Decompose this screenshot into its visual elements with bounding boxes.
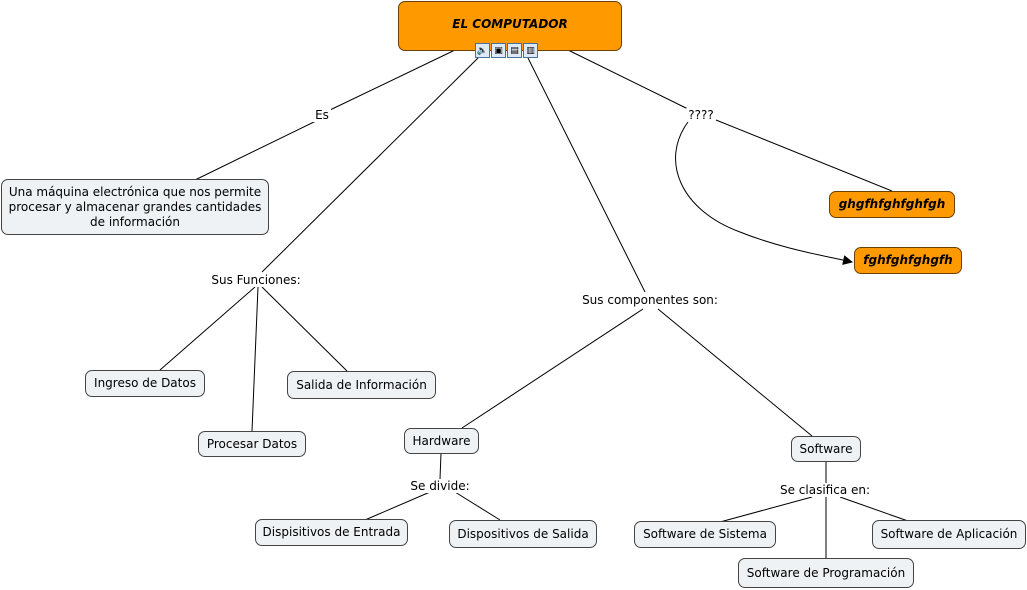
link-funciones-ingreso: [159, 286, 256, 371]
label-clasifica: Se clasifica en:: [777, 483, 873, 497]
definition-node[interactable]: Una máquina electrónica que nos permite …: [1, 179, 269, 235]
link-root-question: [567, 49, 689, 110]
image-icon[interactable]: ▣: [491, 43, 506, 58]
link-clasifica-sistema: [719, 496, 813, 523]
link-question-ghgf: [715, 119, 893, 192]
resource-icons: 🔈 ▣ ▤ ▥: [475, 43, 538, 58]
ghgf-node[interactable]: ghgfhfghfghfgh: [829, 191, 955, 218]
link-root-es: [329, 49, 456, 111]
sw-programacion-node[interactable]: Software de Programación: [738, 558, 914, 588]
root-title: EL COMPUTADOR: [452, 17, 568, 31]
link-divide-entrada: [364, 491, 431, 521]
ingreso-node[interactable]: Ingreso de Datos: [85, 370, 205, 397]
label-question: ????: [686, 108, 716, 122]
root-node[interactable]: EL COMPUTADOR: [398, 1, 622, 51]
sound-icon[interactable]: 🔈: [475, 43, 490, 58]
procesar-node[interactable]: Procesar Datos: [198, 431, 306, 457]
disp-entrada-node[interactable]: Dispisitivos de Entrada: [255, 519, 408, 546]
hardware-node[interactable]: Hardware: [404, 428, 479, 454]
link-es-definition: [194, 119, 319, 181]
link-clasifica-aplicacion: [839, 496, 909, 522]
label-divide: Se divide:: [408, 479, 472, 493]
disp-salida-node[interactable]: Dispositivos de Salida: [449, 520, 597, 548]
video-icon[interactable]: ▥: [523, 43, 538, 58]
label-funciones: Sus Funciones:: [209, 273, 303, 287]
label-componentes: Sus componentes son:: [580, 293, 720, 307]
link-componentes-hardware: [461, 308, 644, 429]
sw-aplicacion-node[interactable]: Software de Aplicación: [872, 520, 1026, 549]
document-icon[interactable]: ▤: [507, 43, 522, 58]
label-es: Es: [313, 108, 331, 122]
fghf-node[interactable]: fghfghfghgfh: [854, 247, 962, 274]
link-funciones-salida: [261, 286, 348, 372]
software-node[interactable]: Software: [791, 436, 861, 462]
link-root-funciones: [261, 57, 479, 273]
salida-info-node[interactable]: Salida de Información: [287, 371, 436, 399]
link-divide-salida: [454, 491, 501, 521]
link-hardware-divide: [439, 452, 442, 480]
link-question-fghf: [675, 121, 853, 265]
link-funciones-procesar: [251, 286, 259, 432]
link-componentes-software: [657, 308, 813, 437]
link-root-componentes: [527, 57, 646, 293]
sw-sistema-node[interactable]: Software de Sistema: [634, 521, 776, 548]
